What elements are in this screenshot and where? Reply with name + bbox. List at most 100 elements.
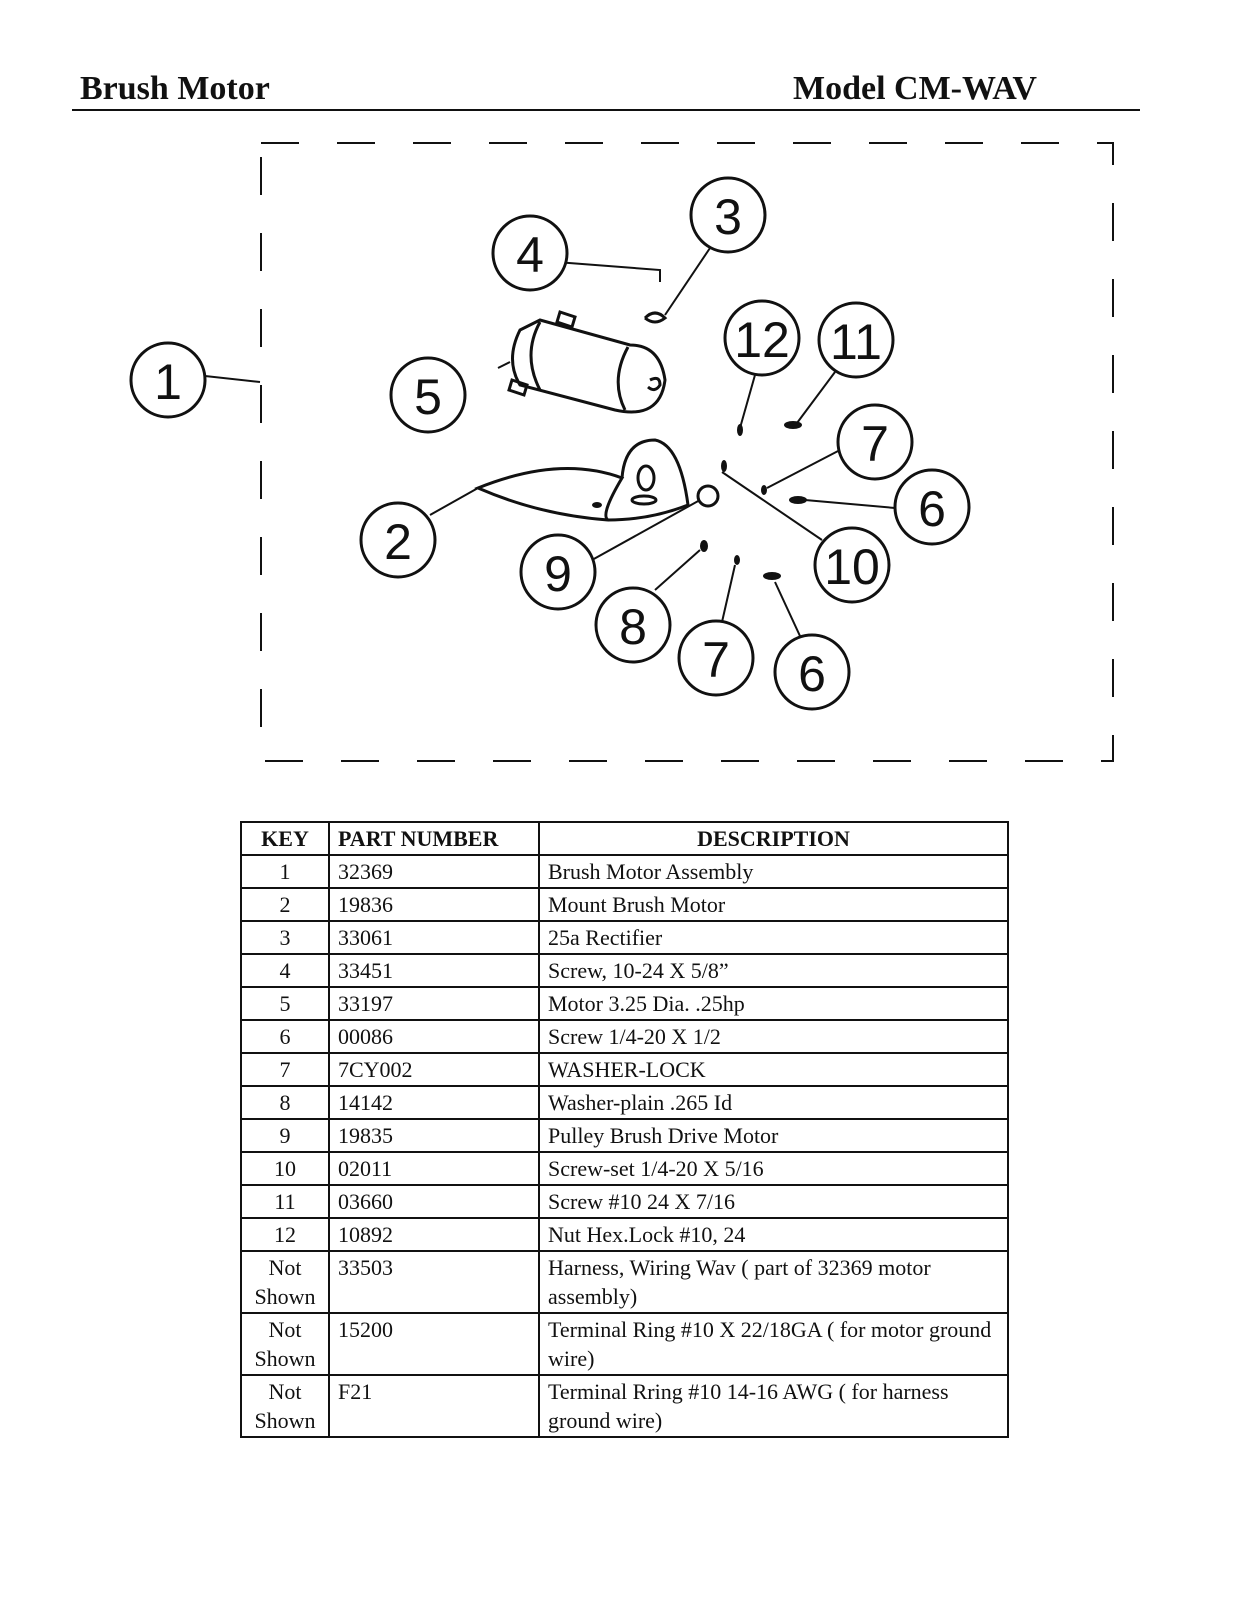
pulley-part bbox=[696, 484, 720, 508]
row-description: 25a Rectifier bbox=[538, 920, 1009, 955]
callout-9: 9 bbox=[519, 533, 597, 611]
callout-10: 10 bbox=[813, 526, 891, 604]
callout-circle bbox=[723, 299, 801, 377]
callout-11: 11 bbox=[817, 301, 895, 379]
callout-number: 5 bbox=[414, 369, 442, 425]
callout-number: 9 bbox=[544, 546, 572, 602]
rectifier-part bbox=[643, 311, 668, 324]
callout-number: 6 bbox=[798, 646, 826, 702]
callout-6: 6 bbox=[773, 633, 851, 711]
row-part-number: 00086 bbox=[328, 1019, 540, 1054]
callout-5: 5 bbox=[389, 356, 467, 434]
row-part-number: 02011 bbox=[328, 1151, 540, 1186]
callout-number: 11 bbox=[830, 314, 882, 370]
callout-circle bbox=[594, 586, 672, 664]
callout-number: 4 bbox=[516, 227, 544, 283]
callout-circle bbox=[359, 501, 437, 579]
row-key: 1 bbox=[240, 854, 330, 889]
row-description: Harness, Wiring Wav ( part of 32369 moto… bbox=[538, 1250, 1009, 1314]
row-key: 3 bbox=[240, 920, 330, 955]
row-description: Terminal Rring #10 14-16 AWG ( for harne… bbox=[538, 1374, 1009, 1438]
row-key: 8 bbox=[240, 1085, 330, 1120]
callout-3: 3 bbox=[689, 176, 767, 254]
callout-number: 7 bbox=[861, 416, 889, 472]
callout-circle bbox=[813, 526, 891, 604]
callout-circle bbox=[491, 214, 569, 292]
col-part-number: PART NUMBER bbox=[328, 821, 540, 856]
parts-drawing bbox=[474, 259, 720, 522]
callout-6: 6 bbox=[893, 468, 971, 546]
row-key: Not Shown bbox=[240, 1312, 330, 1376]
row-key: 9 bbox=[240, 1118, 330, 1153]
row-key: 6 bbox=[240, 1019, 330, 1054]
callout-number: 7 bbox=[702, 632, 730, 688]
row-part-number: 33061 bbox=[328, 920, 540, 955]
row-key: 12 bbox=[240, 1217, 330, 1252]
row-description: Brush Motor Assembly bbox=[538, 854, 1009, 889]
hardware-parts bbox=[592, 421, 807, 580]
row-part-number: 33451 bbox=[328, 953, 540, 988]
row-key: 5 bbox=[240, 986, 330, 1021]
row-part-number: 7CY002 bbox=[328, 1052, 540, 1087]
table-header-row: KEY PART NUMBER DESCRIPTION bbox=[240, 821, 1009, 856]
row-part-number: 19836 bbox=[328, 887, 540, 922]
row-part-number: 33197 bbox=[328, 986, 540, 1021]
callout-circle bbox=[389, 356, 467, 434]
row-part-number: 19835 bbox=[328, 1118, 540, 1153]
row-part-number: 15200 bbox=[328, 1312, 540, 1376]
row-key: 10 bbox=[240, 1151, 330, 1186]
leader-lines bbox=[204, 247, 896, 637]
callout-number: 1 bbox=[154, 354, 182, 410]
callout-circle bbox=[677, 619, 755, 697]
callout-1: 1 bbox=[129, 341, 207, 419]
assembly-boundary bbox=[260, 142, 1114, 762]
callout-4: 4 bbox=[491, 214, 569, 292]
callout-7: 7 bbox=[836, 403, 914, 481]
callout-7: 7 bbox=[677, 619, 755, 697]
model-title: Model CM-WAV bbox=[793, 70, 1037, 107]
callout-number: 8 bbox=[619, 599, 647, 655]
callout-2: 2 bbox=[359, 501, 437, 579]
row-description: Motor 3.25 Dia. .25hp bbox=[538, 986, 1009, 1021]
row-description: WASHER-LOCK bbox=[538, 1052, 1009, 1087]
row-part-number: 32369 bbox=[328, 854, 540, 889]
header-rule bbox=[72, 109, 1140, 111]
row-part-number: 03660 bbox=[328, 1184, 540, 1219]
row-description: Nut Hex.Lock #10, 24 bbox=[538, 1217, 1009, 1252]
callout-12: 12 bbox=[723, 299, 801, 377]
callout-circle bbox=[519, 533, 597, 611]
row-key: 7 bbox=[240, 1052, 330, 1087]
col-description: DESCRIPTION bbox=[538, 821, 1009, 856]
row-key: Not Shown bbox=[240, 1374, 330, 1438]
callout-8: 8 bbox=[594, 586, 672, 664]
section-title: Brush Motor bbox=[80, 70, 270, 107]
row-description: Terminal Ring #10 X 22/18GA ( for motor … bbox=[538, 1312, 1009, 1376]
row-description: Screw #10 24 X 7/16 bbox=[538, 1184, 1009, 1219]
callout-number: 6 bbox=[918, 481, 946, 537]
row-key: 11 bbox=[240, 1184, 330, 1219]
row-key: Not Shown bbox=[240, 1250, 330, 1314]
row-key: 4 bbox=[240, 953, 330, 988]
callout-circle bbox=[689, 176, 767, 254]
row-part-number: 10892 bbox=[328, 1217, 540, 1252]
row-description: Pulley Brush Drive Motor bbox=[538, 1118, 1009, 1153]
row-description: Mount Brush Motor bbox=[538, 887, 1009, 922]
row-part-number: F21 bbox=[328, 1374, 540, 1438]
